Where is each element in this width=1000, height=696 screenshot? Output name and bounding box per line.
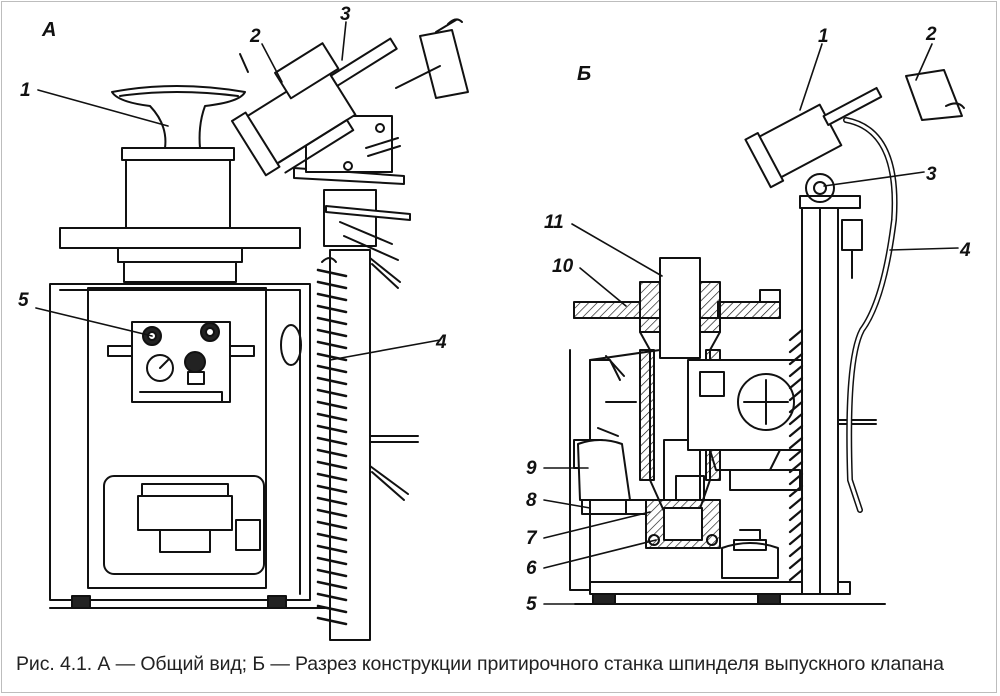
label-b-7: 7 bbox=[526, 528, 538, 549]
label-b-5: 5 bbox=[526, 594, 537, 615]
label-b-10: 10 bbox=[552, 256, 574, 277]
label-a-2: 2 bbox=[249, 26, 261, 47]
label-a-4: 4 bbox=[435, 332, 447, 353]
leader-lines bbox=[35, 21, 959, 605]
label-b-11: 11 bbox=[544, 212, 564, 233]
label-b-8: 8 bbox=[526, 490, 537, 511]
panel-label-a: А bbox=[41, 19, 56, 41]
label-a-3: 3 bbox=[340, 4, 351, 25]
label-b-1: 1 bbox=[818, 26, 829, 47]
label-b-3: 3 bbox=[926, 164, 937, 185]
label-b-4: 4 bbox=[959, 240, 971, 261]
label-b-2: 2 bbox=[925, 24, 937, 45]
technical-drawing: А Б 1 2 3 4 5 1 2 3 4 5 6 7 8 9 10 11 bbox=[18, 4, 971, 641]
figure-caption: Рис. 4.1. А — Общий вид; Б — Разрез конс… bbox=[16, 653, 944, 675]
label-a-1: 1 bbox=[20, 80, 31, 101]
label-b-9: 9 bbox=[526, 458, 537, 479]
panel-label-b: Б bbox=[577, 63, 591, 85]
view-b-section bbox=[569, 69, 965, 605]
label-a-5: 5 bbox=[18, 290, 29, 311]
label-b-6: 6 bbox=[526, 558, 537, 579]
view-a-general bbox=[49, 18, 469, 641]
